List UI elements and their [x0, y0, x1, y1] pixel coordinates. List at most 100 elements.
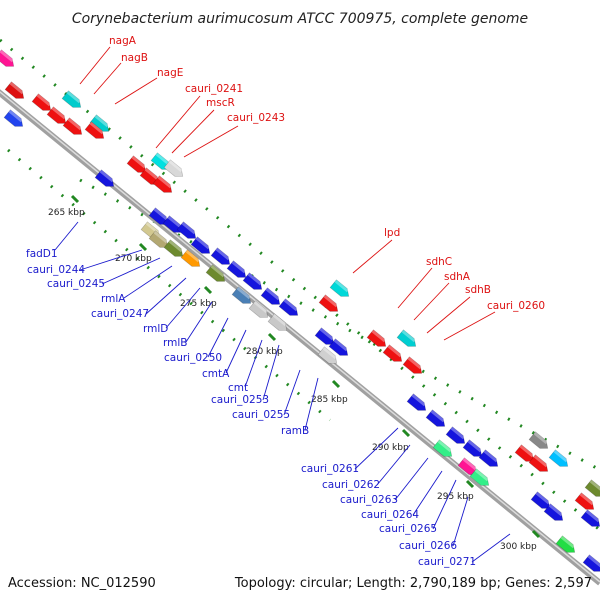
gene-arrow [382, 344, 403, 362]
gene-arrow [180, 249, 201, 267]
gene-shine [153, 207, 168, 221]
gene-block [445, 426, 466, 444]
gene-shine [587, 554, 600, 568]
gene-label-cauri_0250: cauri_0250 [164, 352, 222, 364]
gene-label-leader [123, 265, 173, 299]
gene-arrow [328, 338, 349, 356]
gene-label-mscr: mscR [206, 97, 235, 109]
gene-label-cauri_0247: cauri_0247 [91, 308, 149, 320]
gene-shine [144, 167, 159, 181]
gene-shine [589, 479, 600, 493]
gene-arrow [126, 155, 147, 173]
gene-arrow [176, 221, 197, 239]
scale-label: 300 kbp [500, 542, 537, 552]
scale-label: 270 kbp [115, 254, 152, 264]
gene-arrow [329, 279, 350, 297]
gene-block [150, 152, 171, 170]
scale-tick [465, 479, 475, 489]
gene-block [210, 247, 231, 265]
gene-block [528, 431, 549, 449]
gene-label-cauri_0263: cauri_0263 [340, 494, 398, 506]
gene-shine [371, 329, 386, 343]
gene-block [580, 509, 600, 527]
gene-shine [210, 264, 225, 278]
gene-block [31, 93, 52, 111]
gene-arrow [555, 535, 576, 553]
gene-block [226, 260, 247, 278]
gene-arrow [402, 356, 423, 374]
gene-label-leader [244, 339, 263, 388]
gene-label-naga: nagA [109, 35, 137, 47]
tick-dot-row [7, 148, 331, 422]
gene-label-sdhc: sdhC [426, 256, 452, 268]
gene-shine [9, 81, 24, 95]
gene-shine [319, 327, 334, 341]
gene-shine [407, 356, 422, 370]
gene-arrow [528, 431, 549, 449]
gene-features [0, 49, 600, 572]
gene-shine [157, 175, 172, 189]
gene-block [94, 169, 115, 187]
gene-block [396, 329, 417, 347]
gene-label-cauri_0253: cauri_0253 [211, 394, 269, 406]
gene-block [163, 239, 184, 257]
gene-shine [387, 344, 402, 358]
gene-label-cmt: cmt [228, 382, 248, 394]
gene-label-leader [54, 221, 79, 251]
scale-label: 285 kbp [311, 395, 348, 405]
gene-shine [67, 117, 82, 131]
gene-shine [265, 287, 280, 301]
gene-label-leader [114, 77, 158, 105]
gene-label-cauri_0264: cauri_0264 [361, 509, 419, 521]
gene-shine [131, 155, 146, 169]
gene-arrow [445, 426, 466, 444]
gene-block [317, 346, 338, 364]
gene-shine [519, 444, 534, 458]
gene-label-sdhb: sdhB [465, 284, 491, 296]
gene-arrow [163, 159, 184, 177]
gene-label-rmlb: rmlB [163, 337, 187, 349]
gene-shine [181, 221, 196, 235]
gene-block [548, 449, 569, 467]
gene-shine [66, 90, 81, 104]
gene-label-lpd: lpd [384, 227, 400, 239]
gene-block [555, 535, 576, 553]
gene-label-leader [452, 496, 469, 547]
gene-shine [585, 509, 600, 523]
gene-arrow [210, 247, 231, 265]
gene-arrow [163, 239, 184, 257]
gene-label-leader [283, 369, 301, 416]
scale-label: 280 kbp [246, 347, 283, 357]
gene-shine [450, 426, 465, 440]
gene-block [205, 264, 226, 282]
gene-block [432, 439, 453, 457]
gene-block [469, 468, 490, 486]
gene-shine [535, 491, 550, 505]
gene-shine [231, 260, 246, 274]
gene-label-leader [93, 62, 122, 95]
gene-arrow [580, 509, 600, 527]
genome-backbone-highlight [0, 91, 600, 583]
gene-shine [467, 439, 482, 453]
gene-block [528, 454, 549, 472]
gene-label-leader [413, 282, 450, 321]
gene-label-cauri_0260: cauri_0260 [487, 300, 545, 312]
gene-arrow [396, 329, 417, 347]
gene-shine [411, 393, 426, 407]
gene-arrow [31, 93, 52, 111]
gene-shine [560, 535, 575, 549]
gene-label-leader [185, 301, 213, 343]
gene-label-leader [397, 267, 433, 309]
gene-block [329, 279, 350, 297]
gene-block [402, 356, 423, 374]
gene-arrow [231, 286, 252, 304]
gene-arrow [148, 230, 169, 248]
gene-arrow [248, 300, 269, 318]
gene-block [46, 106, 67, 124]
gene-shine [8, 109, 23, 123]
gene-label-cauri_0271: cauri_0271 [418, 556, 476, 568]
gene-label-ramb: ramB [281, 425, 309, 437]
gene-label-fadd1: fadD1 [26, 248, 58, 260]
